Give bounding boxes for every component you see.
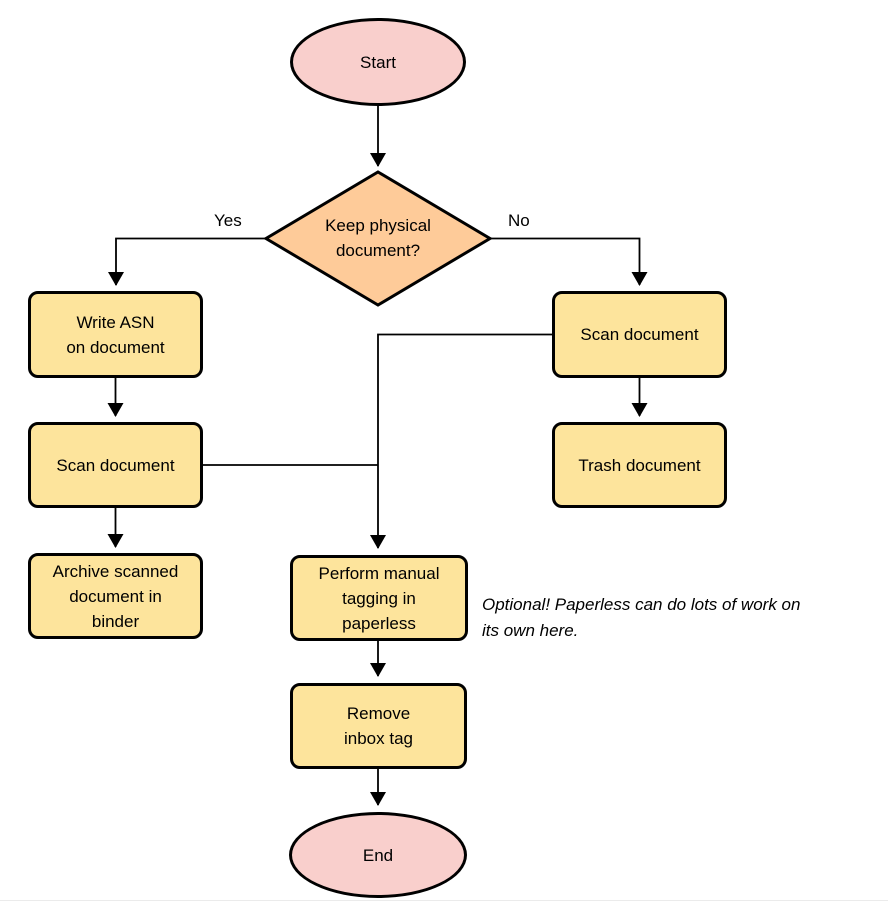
optional-note: Optional! Paperless can do lots of work … <box>482 595 801 640</box>
manual-tagging-node: Perform manual tagging in paperless <box>290 555 468 641</box>
edge-scan-right-to-tagging <box>370 333 552 549</box>
start-node-label: Start <box>360 52 396 72</box>
end-node-label: End <box>362 845 394 865</box>
edge-decision-to-scan-right <box>490 237 648 286</box>
decision-diamond <box>263 170 493 307</box>
write-asn-node-label: Write ASN on document <box>66 312 165 357</box>
trash-document-node: Trash document <box>552 422 727 508</box>
trash-document-node-label: Trash document <box>578 455 701 475</box>
scan-document-left-node-label: Scan document <box>56 455 175 475</box>
edge-label-yes: Yes <box>212 211 244 231</box>
end-node: End <box>289 812 467 898</box>
scan-document-right-node-label: Scan document <box>580 325 699 344</box>
start-node: Start <box>290 18 466 106</box>
scan-document-right-node: Scan document <box>552 291 727 378</box>
scan-document-left-node: Scan document <box>28 422 203 508</box>
page-bottom-divider <box>0 900 888 901</box>
manual-tagging-node-label: Perform manual tagging in paperless <box>318 563 440 633</box>
write-asn-node: Write ASN on document <box>28 291 203 378</box>
edge-decision-to-write-asn <box>108 237 266 286</box>
archive-node: Archive scanned document in binder <box>28 553 203 639</box>
archive-node-label: Archive scanned document in binder <box>52 561 179 631</box>
edge-label-no: No <box>506 211 532 231</box>
remove-inbox-tag-node: Remove inbox tag <box>290 683 467 769</box>
remove-inbox-tag-node-label: Remove inbox tag <box>344 704 413 748</box>
